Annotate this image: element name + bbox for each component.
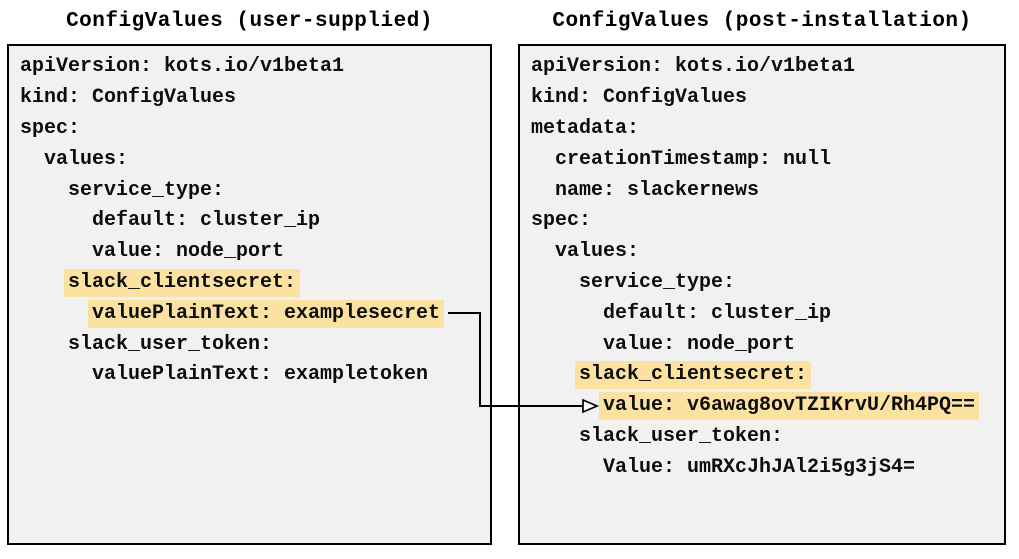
yaml-line: spec: — [531, 206, 1004, 237]
yaml-line: Value: umRXcJhJAl2i5g3jS4= — [531, 452, 1004, 483]
user-supplied-config-panel: apiVersion: kots.io/v1beta1 kind: ConfigV… — [7, 44, 492, 545]
yaml-text: valuePlainText: exampletoken — [92, 363, 429, 387]
yaml-text: default: cluster_ip — [603, 301, 832, 325]
highlighted-yaml-text: slack_clientsecret: — [575, 361, 812, 390]
yaml-text: spec: — [531, 209, 592, 233]
yaml-line: value: v6awag8ovTZIKrvU/Rh4PQ== — [531, 391, 1004, 422]
yaml-line: slack_user_token: — [20, 329, 490, 360]
left-panel-title: ConfigValues (user-supplied) — [66, 10, 433, 33]
yaml-text: apiVersion: kots.io/v1beta1 — [20, 55, 345, 79]
yaml-text: spec: — [20, 116, 81, 140]
yaml-text: value: node_port — [603, 332, 796, 356]
yaml-text: value: node_port — [92, 240, 285, 264]
yaml-text: kind: ConfigValues — [20, 86, 237, 110]
yaml-line: service_type: — [531, 268, 1004, 299]
yaml-line: value: node_port — [531, 329, 1004, 360]
yaml-text: values: — [555, 240, 640, 264]
yaml-line: default: cluster_ip — [20, 206, 490, 237]
yaml-line: apiVersion: kots.io/v1beta1 — [20, 52, 490, 83]
yaml-line: valuePlainText: exampletoken — [20, 360, 490, 391]
yaml-line: kind: ConfigValues — [20, 83, 490, 114]
yaml-line: value: node_port — [20, 237, 490, 268]
yaml-line: default: cluster_ip — [531, 298, 1004, 329]
highlighted-yaml-text: slack_clientsecret: — [64, 268, 301, 297]
yaml-line: slack_clientsecret: — [531, 360, 1004, 391]
yaml-line: creationTimestamp: null — [531, 144, 1004, 175]
yaml-line: values: — [531, 237, 1004, 268]
yaml-line: kind: ConfigValues — [531, 83, 1004, 114]
yaml-line: slack_user_token: — [531, 422, 1004, 453]
yaml-text: apiVersion: kots.io/v1beta1 — [531, 55, 856, 79]
yaml-text: slack_user_token: — [68, 332, 273, 356]
highlighted-yaml-text: valuePlainText: examplesecret — [88, 299, 445, 328]
yaml-text: default: cluster_ip — [92, 209, 321, 233]
highlighted-yaml-text: value: v6awag8ovTZIKrvU/Rh4PQ== — [599, 392, 980, 421]
yaml-text: values: — [44, 147, 129, 171]
yaml-text: slack_user_token: — [579, 424, 784, 448]
yaml-line: service_type: — [20, 175, 490, 206]
post-installation-config-panel: apiVersion: kots.io/v1beta1 kind: ConfigV… — [518, 44, 1006, 545]
yaml-line: apiVersion: kots.io/v1beta1 — [531, 52, 1004, 83]
right-panel-title: ConfigValues (post-installation) — [552, 10, 972, 33]
yaml-line: slack_clientsecret: — [20, 268, 490, 299]
yaml-text: service_type: — [68, 178, 225, 202]
yaml-text: metadata: — [531, 116, 640, 140]
yaml-text: creationTimestamp: null — [555, 147, 832, 171]
yaml-text: kind: ConfigValues — [531, 86, 748, 110]
yaml-line: values: — [20, 144, 490, 175]
yaml-text: Value: umRXcJhJAl2i5g3jS4= — [603, 455, 916, 479]
yaml-line: metadata: — [531, 114, 1004, 145]
yaml-text: service_type: — [579, 270, 736, 294]
yaml-line: spec: — [20, 114, 490, 145]
yaml-line: name: slackernews — [531, 175, 1004, 206]
yaml-text: name: slackernews — [555, 178, 760, 202]
yaml-line: valuePlainText: examplesecret — [20, 298, 490, 329]
